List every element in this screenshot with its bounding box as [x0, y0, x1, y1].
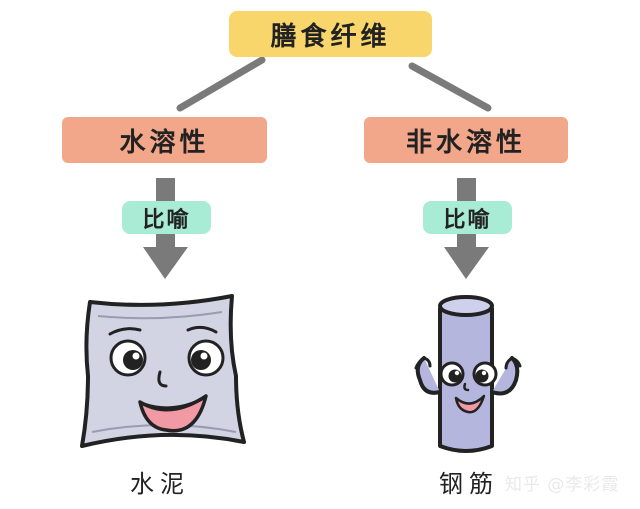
relation-tag-right: 比喻	[423, 201, 512, 234]
watermark: 知乎 @李彩霞	[505, 475, 620, 495]
category-insoluble: 非水溶性	[364, 117, 568, 163]
root-node: 膳食纤维	[229, 11, 432, 57]
relation-tag-left: 比喻	[122, 201, 211, 234]
caption-rebar: 钢筋	[439, 470, 499, 498]
connector-line-left	[176, 56, 266, 112]
caption-cement: 水泥	[130, 470, 190, 498]
connector-line-right	[408, 62, 492, 112]
category-water-soluble: 水溶性	[62, 117, 267, 163]
